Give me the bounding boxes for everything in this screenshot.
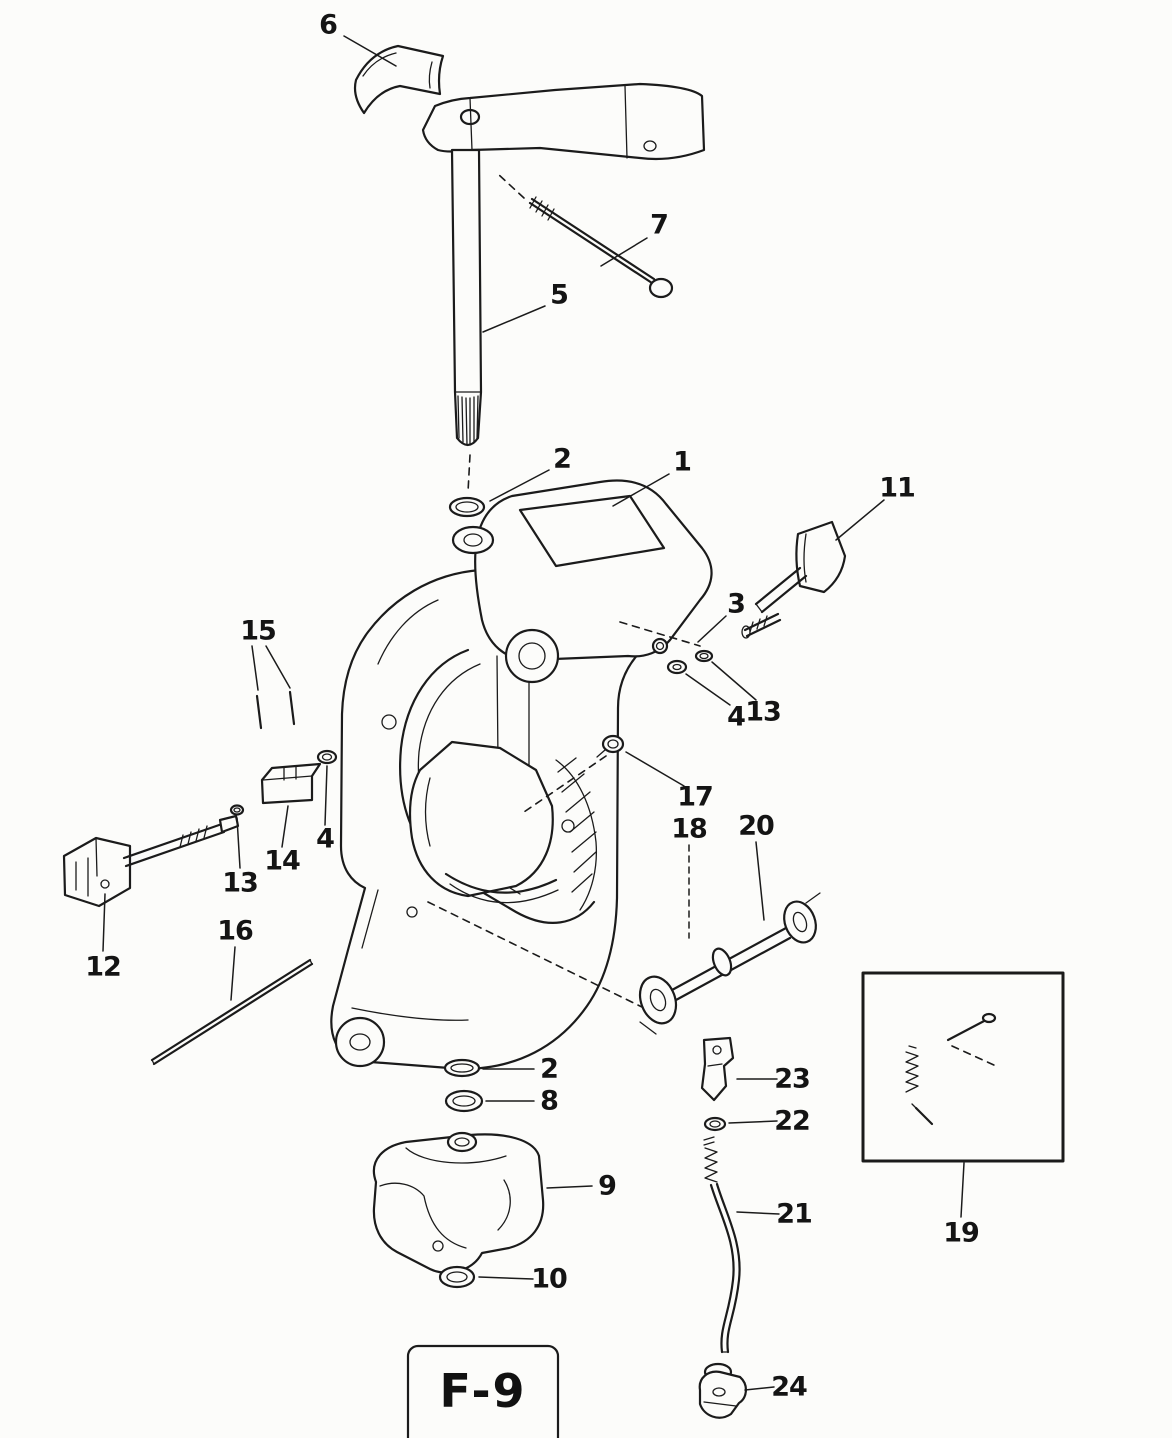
part-4-washer-right — [651, 637, 688, 675]
leader-line-16 — [230, 946, 236, 1001]
leader-line-4 — [324, 765, 328, 826]
leader-line-2 — [489, 469, 550, 502]
callout-24: 24 — [771, 1371, 808, 1403]
callout-20: 20 — [738, 810, 775, 842]
part-7-bolt — [497, 173, 674, 299]
part-22-ring — [703, 1116, 727, 1132]
callout-2: 2 — [553, 443, 572, 475]
part-14-clamp-block — [260, 762, 322, 805]
callout-23: 23 — [774, 1063, 811, 1095]
callout-7: 7 — [650, 209, 669, 241]
part-23-swivel-pin — [700, 1036, 735, 1102]
callout-21: 21 — [776, 1198, 813, 1230]
callout-6: 6 — [319, 9, 338, 41]
part-13-ring-left — [229, 804, 245, 816]
callout-leader-lines — [102, 35, 965, 1391]
part-12-hook-bracket — [62, 814, 240, 908]
leader-line-6 — [343, 35, 397, 67]
leader-line-22 — [728, 1120, 778, 1124]
callout-5: 5 — [550, 279, 569, 311]
leader-line-11 — [835, 499, 885, 541]
callout-22: 22 — [774, 1105, 811, 1137]
callout-4: 4 — [727, 701, 746, 733]
part-5-swivel-shaft-steering-arm — [421, 82, 706, 447]
leader-line-21 — [736, 1211, 780, 1215]
leader-line-17 — [625, 751, 685, 787]
leader-line-1 — [612, 473, 670, 507]
part-3-threaded-stud — [741, 612, 782, 639]
callout-13: 13 — [222, 867, 259, 899]
leader-line-19 — [960, 1162, 965, 1218]
part-2-oring-upper — [448, 454, 486, 518]
leader-line-12 — [102, 893, 106, 952]
callout-9: 9 — [598, 1170, 617, 1202]
callout-4: 4 — [316, 823, 335, 855]
leader-line-14 — [281, 805, 289, 848]
leader-line-13 — [236, 817, 241, 869]
figure-label: F-9 — [439, 1364, 527, 1418]
part-2-oring-lower — [443, 1058, 481, 1078]
leader-line-7 — [600, 237, 648, 267]
part-1-swivel-bracket — [330, 479, 713, 1071]
callout-12: 12 — [85, 951, 122, 983]
callout-3: 3 — [727, 588, 746, 620]
callout-10: 10 — [531, 1263, 568, 1295]
leader-line-9 — [546, 1185, 593, 1189]
part-6-cover-strap — [353, 44, 445, 115]
callout-19: 19 — [943, 1217, 980, 1249]
leader-line-13 — [711, 661, 757, 701]
callout-2: 2 — [540, 1053, 559, 1085]
part-20-tilt-shaft — [638, 892, 821, 1035]
part-15-pins — [255, 690, 296, 730]
leader-line-5 — [482, 305, 546, 333]
callout-13: 13 — [745, 696, 782, 728]
part-19-hardware-kit — [861, 971, 1065, 1163]
part-10-snap-ring — [438, 1265, 476, 1289]
callout-16: 16 — [217, 915, 254, 947]
leader-line-24 — [744, 1386, 775, 1391]
leader-line-15 — [251, 645, 259, 691]
callout-11: 11 — [879, 472, 916, 504]
leader-line-15 — [265, 645, 291, 689]
part-4-washer-left — [316, 749, 338, 765]
part-11-tilt-stop-lever — [754, 520, 847, 614]
callout-17: 17 — [677, 781, 714, 813]
callout-1: 1 — [673, 446, 692, 478]
part-21-link-rod — [703, 1136, 741, 1354]
callout-8: 8 — [540, 1085, 559, 1117]
part-9-lower-mount-cap — [372, 1131, 545, 1274]
leader-line-4 — [685, 673, 731, 706]
callout-18: 18 — [671, 813, 708, 845]
part-13-washer-right — [694, 649, 714, 663]
leader-line-3 — [697, 615, 727, 643]
part-24-anchor-bracket — [698, 1362, 747, 1419]
leader-line-10 — [478, 1276, 534, 1280]
figure-label-box — [406, 1344, 560, 1438]
part-17-bolt — [596, 734, 625, 758]
callout-14: 14 — [264, 845, 301, 877]
part-16-rod — [150, 958, 314, 1066]
leader-line-20 — [755, 841, 765, 921]
callout-15: 15 — [240, 615, 277, 647]
part-8-oring — [444, 1089, 484, 1113]
